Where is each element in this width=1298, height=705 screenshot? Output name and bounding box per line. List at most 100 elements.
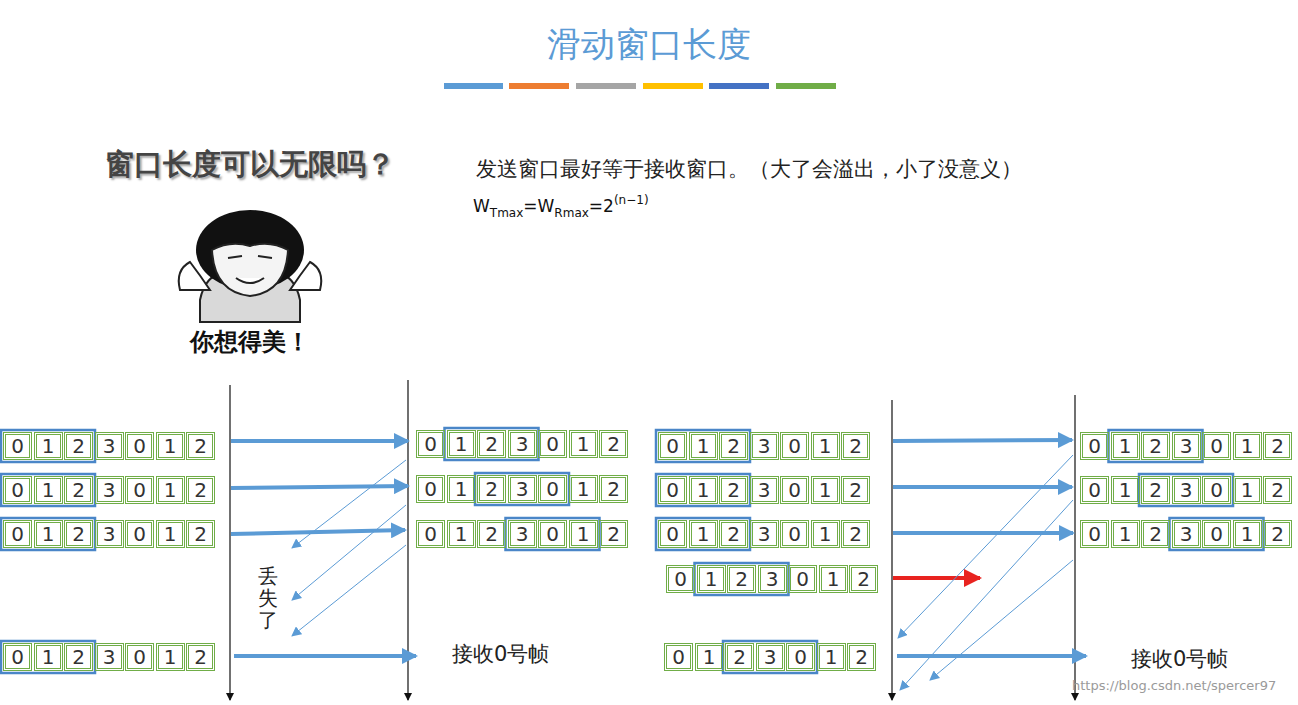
meme-picture (155, 210, 343, 358)
window-cell: 1 (34, 643, 63, 671)
window-cell: 0 (125, 520, 154, 548)
window-cell: 2 (719, 432, 748, 460)
color-bar (643, 83, 703, 89)
window-cell: 0 (3, 520, 32, 548)
color-bar (444, 83, 503, 89)
window-cell: 0 (658, 476, 687, 504)
window-cell: 0 (125, 432, 154, 460)
window-frame (1109, 430, 1203, 462)
window-cell: 0 (416, 520, 445, 548)
window-cell: 1 (811, 476, 840, 504)
lost-frame-arrow (893, 576, 980, 580)
window-frame (1139, 474, 1233, 506)
window-cell: 0 (1202, 520, 1231, 548)
loss-note: 丢失了 (258, 565, 278, 631)
window-cell: 3 (750, 432, 779, 460)
window-cell: 3 (750, 520, 779, 548)
formula-part: Tmax (490, 206, 523, 220)
window-cell: 1 (569, 475, 598, 503)
window-cell: 0 (658, 432, 687, 460)
meme-frame (155, 210, 343, 358)
window-cell: 2 (64, 643, 93, 671)
window-cell: 1 (156, 432, 185, 460)
window-cell: 2 (719, 476, 748, 504)
window-cell: 0 (416, 475, 445, 503)
window-cell: 1 (34, 432, 63, 460)
question-heading: 窗口长度可以无限吗？ (105, 145, 395, 185)
window-cell: 3 (95, 476, 124, 504)
window-cell: 2 (1141, 520, 1170, 548)
window-frame (1, 518, 95, 550)
formula-part: =W (523, 196, 554, 216)
timeline (229, 385, 230, 700)
ack-arrow (292, 460, 406, 548)
window-cell: 0 (416, 430, 445, 458)
color-bar (709, 83, 769, 89)
window-cell: 2 (64, 432, 93, 460)
frame-arrow (231, 530, 405, 534)
window-cell: 0 (3, 643, 32, 671)
window-cell: 2 (1263, 476, 1292, 504)
window-cell: 2 (599, 520, 628, 548)
window-cell: 1 (1111, 520, 1140, 548)
window-cell: 1 (1233, 476, 1262, 504)
window-cell: 2 (1263, 520, 1292, 548)
meme-eyes (228, 256, 272, 258)
window-cell: 3 (756, 643, 785, 671)
color-bar (509, 83, 569, 89)
window-cell: 0 (3, 476, 32, 504)
window-cell: 1 (569, 430, 598, 458)
window-cell: 3 (508, 520, 537, 548)
window-cell: 2 (719, 520, 748, 548)
window-cell: 3 (758, 565, 787, 593)
window-cell: 3 (1172, 432, 1201, 460)
window-frame (695, 563, 789, 595)
window-cell: 0 (664, 643, 693, 671)
window-cell: 2 (186, 520, 215, 548)
window-cell: 1 (156, 476, 185, 504)
window-frame (445, 428, 539, 460)
window-frame (723, 641, 817, 673)
window-cell: 3 (95, 520, 124, 548)
window-cell: 1 (34, 520, 63, 548)
meme-caption: 你想得美！ (190, 326, 310, 358)
color-bars (444, 83, 836, 89)
window-cell: 0 (125, 476, 154, 504)
window-frame (475, 473, 569, 505)
window-cell: 2 (477, 520, 506, 548)
window-cell: 0 (658, 520, 687, 548)
ack-arrow (292, 505, 406, 600)
formula-part: (n−1) (614, 193, 649, 207)
frame-arrow (893, 485, 1072, 489)
window-cell: 2 (186, 432, 215, 460)
window-cell: 1 (689, 476, 718, 504)
window-cell: 2 (847, 643, 876, 671)
slide-title: 滑动窗口长度 (0, 22, 1298, 68)
frame-arrow (234, 654, 416, 658)
window-cell: 2 (727, 565, 756, 593)
meme-face (212, 244, 288, 296)
window-cell: 0 (538, 520, 567, 548)
window-cell: 3 (95, 643, 124, 671)
window-cell: 1 (819, 565, 848, 593)
window-cell: 2 (841, 476, 870, 504)
window-cell: 1 (811, 432, 840, 460)
window-cell: 1 (156, 643, 185, 671)
window-cell: 2 (64, 520, 93, 548)
window-frame (1, 641, 95, 673)
window-cell: 2 (725, 643, 754, 671)
window-cell: 2 (841, 432, 870, 460)
timeline (891, 400, 892, 700)
window-cell: 2 (186, 643, 215, 671)
frame-arrow (893, 440, 1072, 441)
window-cell: 0 (1080, 432, 1109, 460)
window-cell: 0 (1080, 476, 1109, 504)
watermark: https://blog.csdn.net/spercer97 (1072, 678, 1276, 693)
window-cell: 3 (95, 432, 124, 460)
formula-part: =2 (589, 196, 614, 216)
window-cell: 0 (780, 520, 809, 548)
window-cell: 1 (697, 565, 726, 593)
window-cell: 2 (599, 430, 628, 458)
meme-mouth (236, 278, 264, 283)
window-cell: 3 (1172, 476, 1201, 504)
